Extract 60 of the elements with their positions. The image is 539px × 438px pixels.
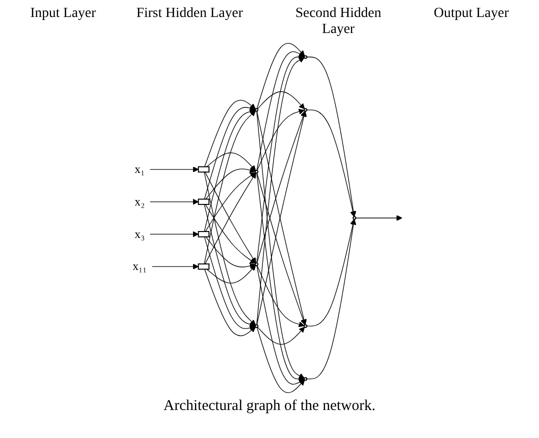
caption: Architectural graph of the network.: [164, 398, 376, 414]
node-circle: [303, 108, 307, 112]
node-text: x₁₁: [132, 260, 146, 273]
arrow: [204, 105, 256, 200]
arrow: [204, 100, 256, 168]
arrow: [205, 167, 256, 200]
arrow: [256, 265, 304, 328]
node-circle: [303, 55, 307, 59]
arrow: [203, 172, 256, 326]
arrow: [203, 110, 256, 264]
arrow: [354, 215, 402, 221]
arrow: [204, 204, 256, 328]
arrow: [149, 166, 198, 172]
node-circle: [352, 216, 356, 220]
node-circle: [254, 262, 258, 266]
arrow: [256, 326, 304, 345]
node-box: [197, 166, 210, 173]
node-circle: [303, 377, 307, 381]
node-text: x₁: [134, 162, 144, 176]
arrow: [256, 327, 304, 394]
arrow: [204, 172, 256, 232]
arrow: [206, 152, 256, 172]
arrow: [306, 56, 356, 217]
arrow: [256, 265, 304, 385]
arrow: [306, 219, 356, 326]
node-box: [197, 231, 210, 238]
arrow: [306, 219, 356, 380]
arrow: [204, 108, 256, 232]
layer-heading: Second Hidden Layer: [294, 6, 382, 38]
arrow: [256, 51, 304, 171]
arrow: [256, 110, 304, 379]
node-text: x₂: [134, 194, 144, 208]
arrow: [204, 236, 256, 331]
layer-heading: Input Layer: [30, 6, 96, 23]
arrow: [256, 54, 304, 264]
node-circle: [254, 170, 258, 174]
arrow: [151, 264, 198, 270]
arrow: [256, 108, 304, 171]
arrow: [256, 172, 306, 326]
arrow: [149, 231, 198, 238]
layer-heading: First Hidden Layer: [136, 6, 243, 23]
arrow: [206, 264, 256, 284]
arrow: [205, 236, 256, 269]
node-circle: [254, 108, 258, 112]
arrow: [306, 110, 356, 217]
arrow: [256, 57, 304, 326]
arrow: [256, 110, 306, 326]
arrow: [204, 268, 256, 336]
node-circle: [303, 324, 307, 328]
arrow: [256, 172, 304, 382]
layer-heading: Output Layer: [434, 6, 509, 23]
node-text: x₃: [134, 227, 144, 240]
arrow: [256, 110, 306, 264]
arrow: [204, 204, 256, 264]
arrow: [149, 198, 198, 205]
node-circle: [254, 324, 258, 328]
node-box: [197, 263, 210, 270]
arrow: [256, 42, 304, 109]
node-box: [197, 198, 210, 205]
arrow: [256, 91, 304, 110]
